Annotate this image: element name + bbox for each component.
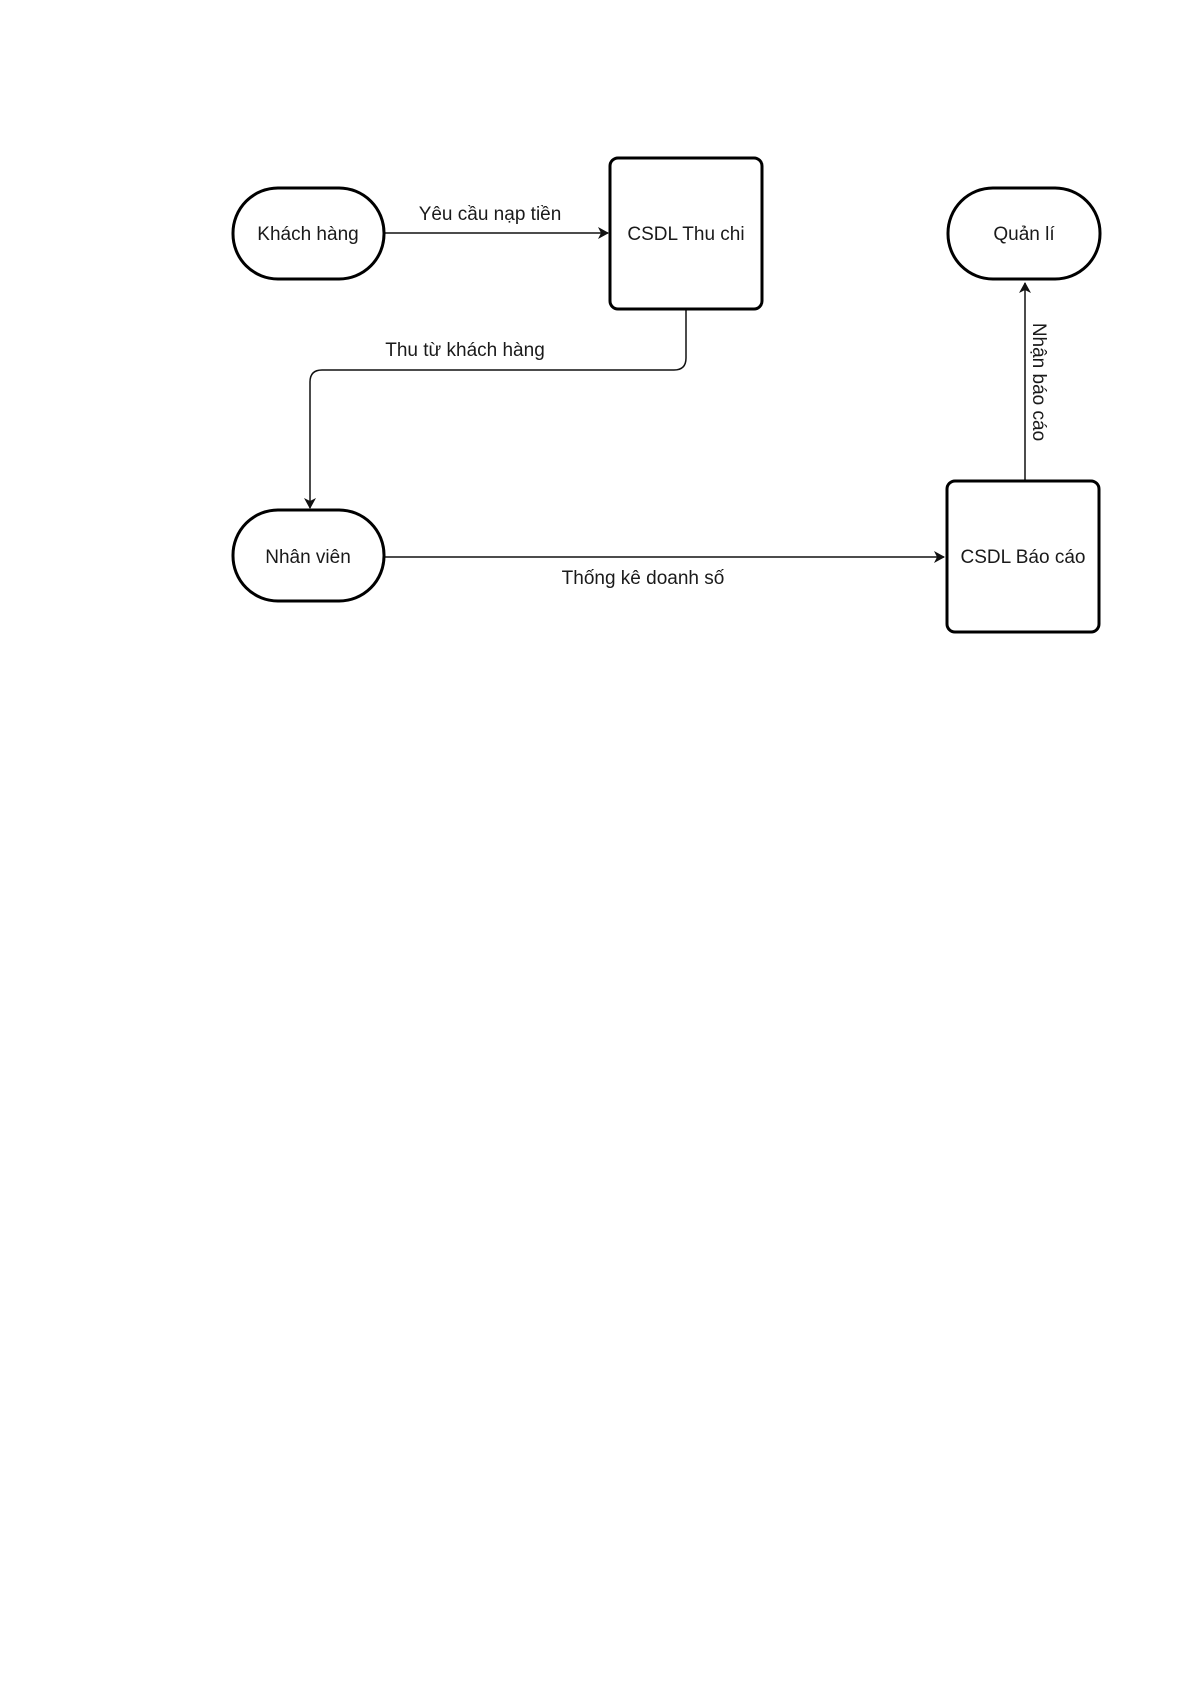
node-label: Nhân viên <box>265 547 351 568</box>
node-khach-hang[interactable]: Khách hàng <box>233 188 384 279</box>
edge-label: Yêu cầu nạp tiền <box>419 204 562 225</box>
edge-yeu-cau-nap-tien: Yêu cầu nạp tiền <box>385 204 608 233</box>
node-label: CSDL Báo cáo <box>961 547 1086 568</box>
node-csdl-bao-cao[interactable]: CSDL Báo cáo <box>947 481 1099 632</box>
node-label: Khách hàng <box>257 224 358 245</box>
edge-nhan-bao-cao: Nhận báo cáo <box>1025 283 1049 480</box>
node-label: CSDL Thu chi <box>627 224 744 245</box>
edge-thu-tu-khach-hang: Thu từ khách hàng <box>310 310 686 508</box>
node-label: Quản lí <box>993 224 1055 245</box>
edge-label: Thu từ khách hàng <box>385 340 545 361</box>
edge-thong-ke-doanh-so: Thống kê doanh số <box>385 557 944 589</box>
node-nhan-vien[interactable]: Nhân viên <box>233 510 384 601</box>
node-csdl-thu-chi[interactable]: CSDL Thu chi <box>610 158 762 309</box>
edge-label: Thống kê doanh số <box>562 568 725 589</box>
edge-label: Nhận báo cáo <box>1028 323 1049 441</box>
node-quan-li[interactable]: Quản lí <box>948 188 1100 279</box>
